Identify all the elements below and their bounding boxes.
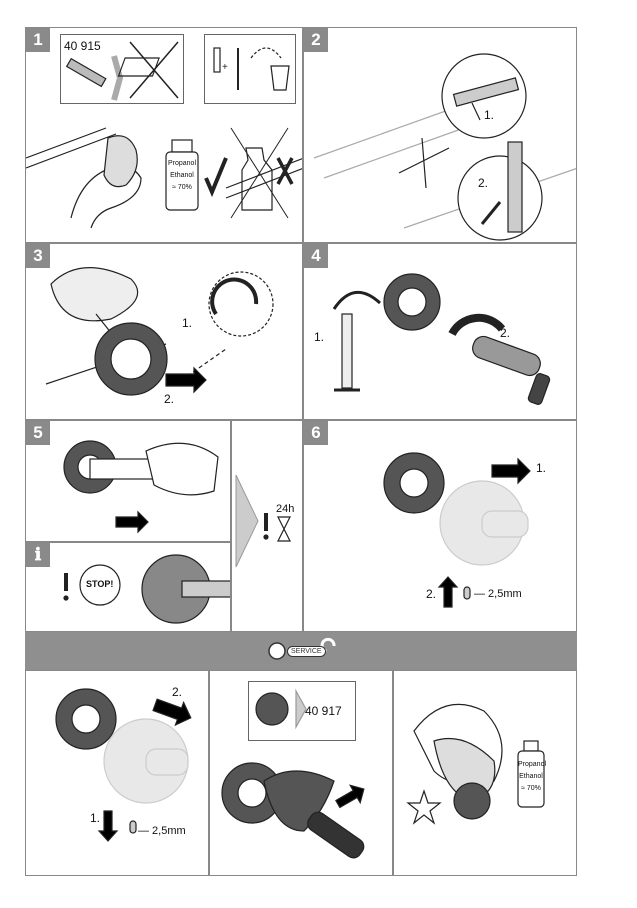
service-step-c-illustration [406, 703, 545, 825]
label-2: 2. [164, 392, 175, 406]
service-badge: SERVICE [287, 646, 326, 657]
step-number: 1 [26, 28, 50, 52]
step-4-illustration [332, 273, 551, 405]
step-2-illustration [313, 53, 576, 241]
service-step-b-illustration [221, 688, 365, 859]
gap-measure: — 2,5mm [138, 825, 186, 837]
cure-time-panel: 24h [231, 420, 303, 632]
step-2-panel: 2 1. 2. [303, 27, 577, 243]
label-2: 2. [500, 326, 511, 340]
label-2: 2. [426, 587, 437, 601]
step-5-illustration [63, 440, 219, 534]
label-1: 1. [314, 330, 325, 344]
step-number: 3 [26, 244, 50, 268]
step-6-panel: 6 1. 2. — 2,5mm [303, 420, 577, 632]
stop-panel: ℹ STOP! [25, 542, 231, 632]
stop-label: STOP! [86, 579, 114, 589]
step-4-panel: 4 1. 2. [303, 243, 577, 420]
label-2: 2. [478, 176, 489, 190]
step-5-panel: 5 [25, 420, 231, 542]
label-2: 2. [172, 685, 183, 699]
bottle-label: Propanol Ethanol ≈ 70% [166, 158, 198, 194]
step-6-illustration [383, 452, 531, 608]
step-number: 4 [304, 244, 328, 268]
service-step-c-panel: Propanol Ethanol ≈ 70% [393, 670, 577, 876]
svg-text:+: + [222, 62, 228, 73]
bottle-line-1: Propanol [518, 761, 547, 768]
service-step-a-illustration [55, 688, 192, 842]
step-1-illustration: + [26, 41, 302, 229]
part-box: 40 917 [248, 681, 356, 741]
info-icon: ℹ [26, 543, 50, 567]
bottle-line-2: Ethanol [519, 773, 543, 780]
step-1-panel: 1 40 915 + [25, 27, 303, 243]
screws-box [204, 34, 296, 104]
bottle-line-3: ≈ 70% [521, 785, 541, 792]
part-number: 40 915 [64, 39, 101, 53]
label-1: 1. [484, 108, 495, 122]
part-box: 40 915 [60, 34, 184, 104]
bottle-label: Propanol Ethanol ≈ 70% [518, 759, 547, 795]
bottle-line-1: Propanol [167, 160, 197, 167]
service-step-b-panel: 40 917 [209, 670, 393, 876]
label-1: 1. [536, 461, 547, 475]
bottle-line-3: ≈ 70% [172, 184, 192, 191]
part-number: 40 917 [305, 704, 342, 718]
label-1: 1. [90, 811, 101, 825]
gap-measure: — 2,5mm [474, 588, 522, 600]
cure-time-illustration [235, 474, 291, 568]
step-3-panel: 3 1. 2. [25, 243, 303, 420]
step-number: 5 [26, 421, 50, 445]
step-number: 2 [304, 28, 328, 52]
bottle-line-2: Ethanol [170, 172, 194, 179]
service-step-a-panel: 2. 1. — 2,5mm [25, 670, 209, 876]
label-1: 1. [182, 316, 193, 330]
cure-time: 24h [276, 503, 295, 515]
step-3-illustration [45, 267, 274, 396]
stop-illustration [63, 554, 230, 624]
step-number: 6 [304, 421, 328, 445]
